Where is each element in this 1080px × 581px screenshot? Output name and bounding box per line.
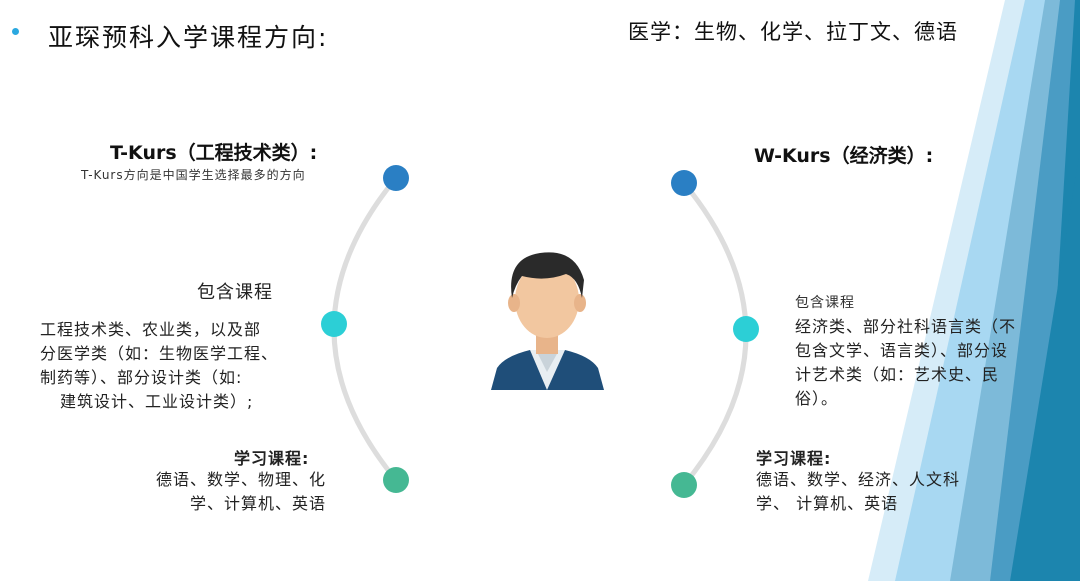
- t-kurs-includes-text: 工程技术类、农业类，以及部 分医学类（如：生物医学工程、 制药等）、部分设计类（…: [40, 318, 310, 414]
- line: 德语、数学、经济、人文科: [756, 470, 961, 489]
- w-kurs-includes-label: 包含课程: [795, 295, 855, 311]
- t-kurs-subtitle: T-Kurs方向是中国学生选择最多的方向: [81, 168, 306, 182]
- line: 计艺术类（如：艺术史、民: [795, 365, 1000, 384]
- t-kurs-heading: T-Kurs（工程技术类）:: [110, 142, 318, 164]
- slide-title: 亚琛预科入学课程方向:: [48, 23, 329, 52]
- student-avatar-icon: [491, 252, 604, 390]
- line: 工程技术类、农业类，以及部: [40, 320, 262, 339]
- line: 经济类、部分社科语言类（不: [795, 317, 1017, 336]
- t-kurs-includes-label: 包含课程: [197, 282, 273, 303]
- line: 包含文学、语言类）、部分设: [795, 341, 1009, 360]
- medicine-courses: 医学：生物、化学、拉丁文、德语: [628, 20, 958, 44]
- line: 德语、数学、物理、化: [155, 470, 326, 489]
- t-kurs-dot-top: [383, 165, 409, 191]
- line: 俗）。: [795, 389, 839, 408]
- t-kurs-dot-bottom: [383, 467, 409, 493]
- w-kurs-dot-mid: [733, 316, 759, 342]
- line: 学、计算机、英语: [189, 494, 326, 513]
- stripe-darkest-2: [1010, 150, 1080, 581]
- w-kurs-study-text: 德语、数学、经济、人文科 学、 计算机、英语: [756, 468, 996, 516]
- line: 制药等）、部分设计类（如:: [40, 368, 243, 387]
- t-kurs-study-text: 德语、数学、物理、化 学、计算机、英语: [120, 468, 326, 516]
- w-kurs-dot-top: [671, 170, 697, 196]
- w-kurs-study-label: 学习课程:: [756, 449, 832, 468]
- w-kurs-heading: W-Kurs（经济类）:: [754, 145, 934, 167]
- line: 学、 计算机、英语: [756, 494, 899, 513]
- line: 建筑设计、工业设计类）;: [60, 392, 254, 411]
- line: 分医学类（如：生物医学工程、: [40, 344, 279, 363]
- w-kurs-includes-text: 经济类、部分社科语言类（不 包含文学、语言类）、部分设 计艺术类（如：艺术史、民…: [795, 315, 1055, 411]
- t-kurs-dot-mid: [321, 311, 347, 337]
- w-kurs-dot-bottom: [671, 472, 697, 498]
- title-bullet: [12, 28, 19, 35]
- t-kurs-study-label: 学习课程:: [234, 449, 310, 468]
